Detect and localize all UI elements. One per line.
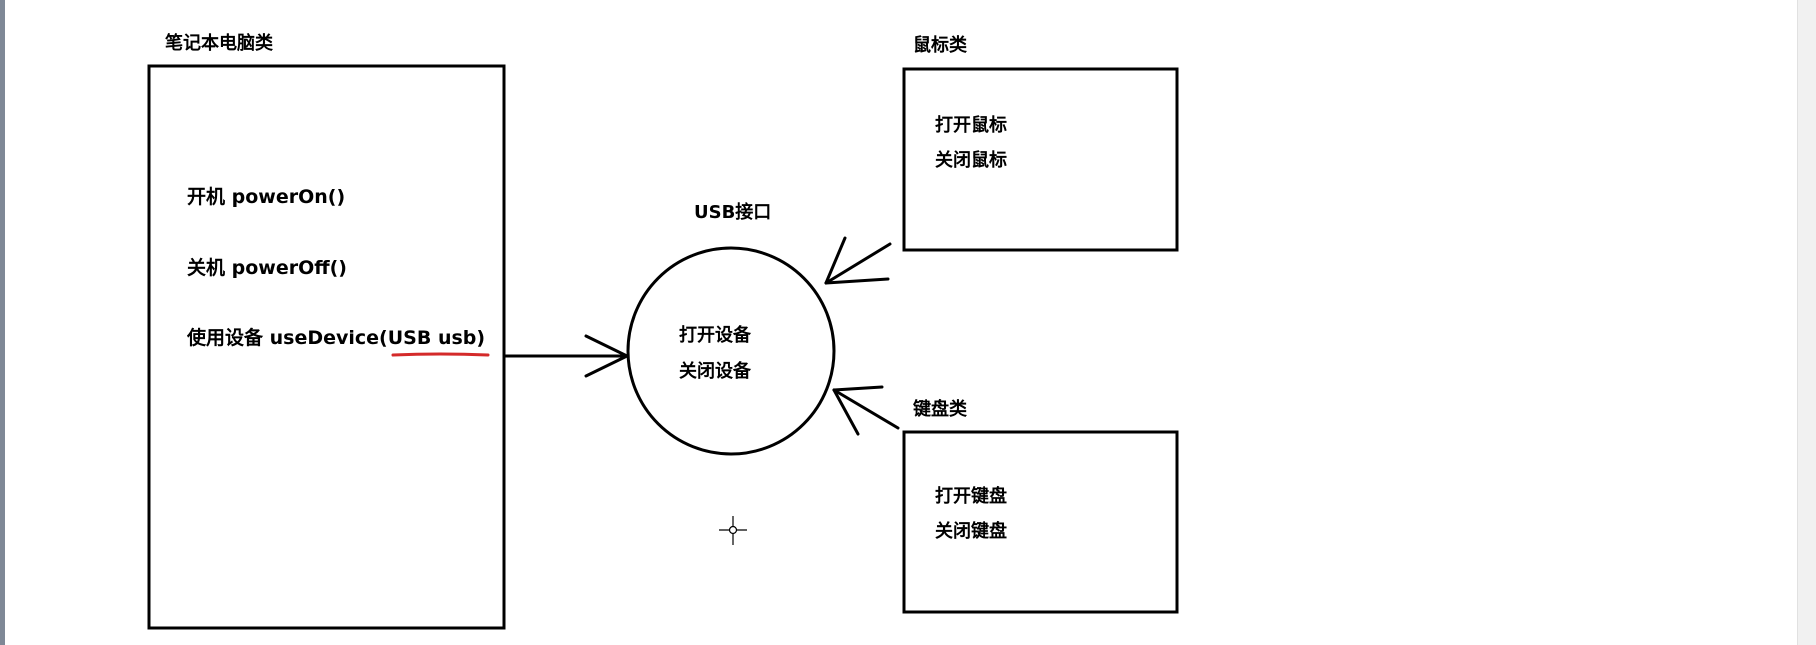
keyboard-method-open: 打开键盘 <box>935 486 1007 507</box>
laptop-to-usb-arrow <box>502 334 629 378</box>
window-left-edge <box>0 0 5 645</box>
window-scrollbar-track[interactable] <box>1797 0 1816 645</box>
keyboard-class-title: 键盘类 <box>913 399 967 420</box>
laptop-method-poweron: 开机 powerOn() <box>187 186 346 208</box>
usedevice-prefix: 使用设备 useDevice( <box>187 327 388 349</box>
usb-method-close: 关闭设备 <box>679 361 751 382</box>
laptop-class-box <box>147 64 506 630</box>
laptop-class-title: 笔记本电脑类 <box>165 33 273 54</box>
mouse-method-close: 关闭鼠标 <box>935 150 1007 171</box>
keyboard-method-close: 关闭键盘 <box>935 521 1007 542</box>
mouse-class-title: 鼠标类 <box>913 35 967 56</box>
crosshair-cursor-icon <box>719 516 747 545</box>
laptop-method-poweroff: 关机 powerOff() <box>187 257 347 279</box>
usb-interface-title: USB接口 <box>694 202 772 223</box>
mouse-to-usb-arrow <box>824 236 892 285</box>
keyboard-class-box <box>902 430 1179 614</box>
mouse-method-open: 打开鼠标 <box>935 115 1007 136</box>
mouse-class-box <box>902 67 1179 252</box>
param-underline <box>391 352 490 357</box>
usb-method-open: 打开设备 <box>679 325 751 346</box>
usedevice-param: USB usb) <box>387 327 486 349</box>
laptop-method-usedevice: 使用设备 useDevice(USB usb) <box>187 327 485 349</box>
usb-interface-circle <box>626 246 836 456</box>
keyboard-to-usb-arrow <box>832 385 900 436</box>
